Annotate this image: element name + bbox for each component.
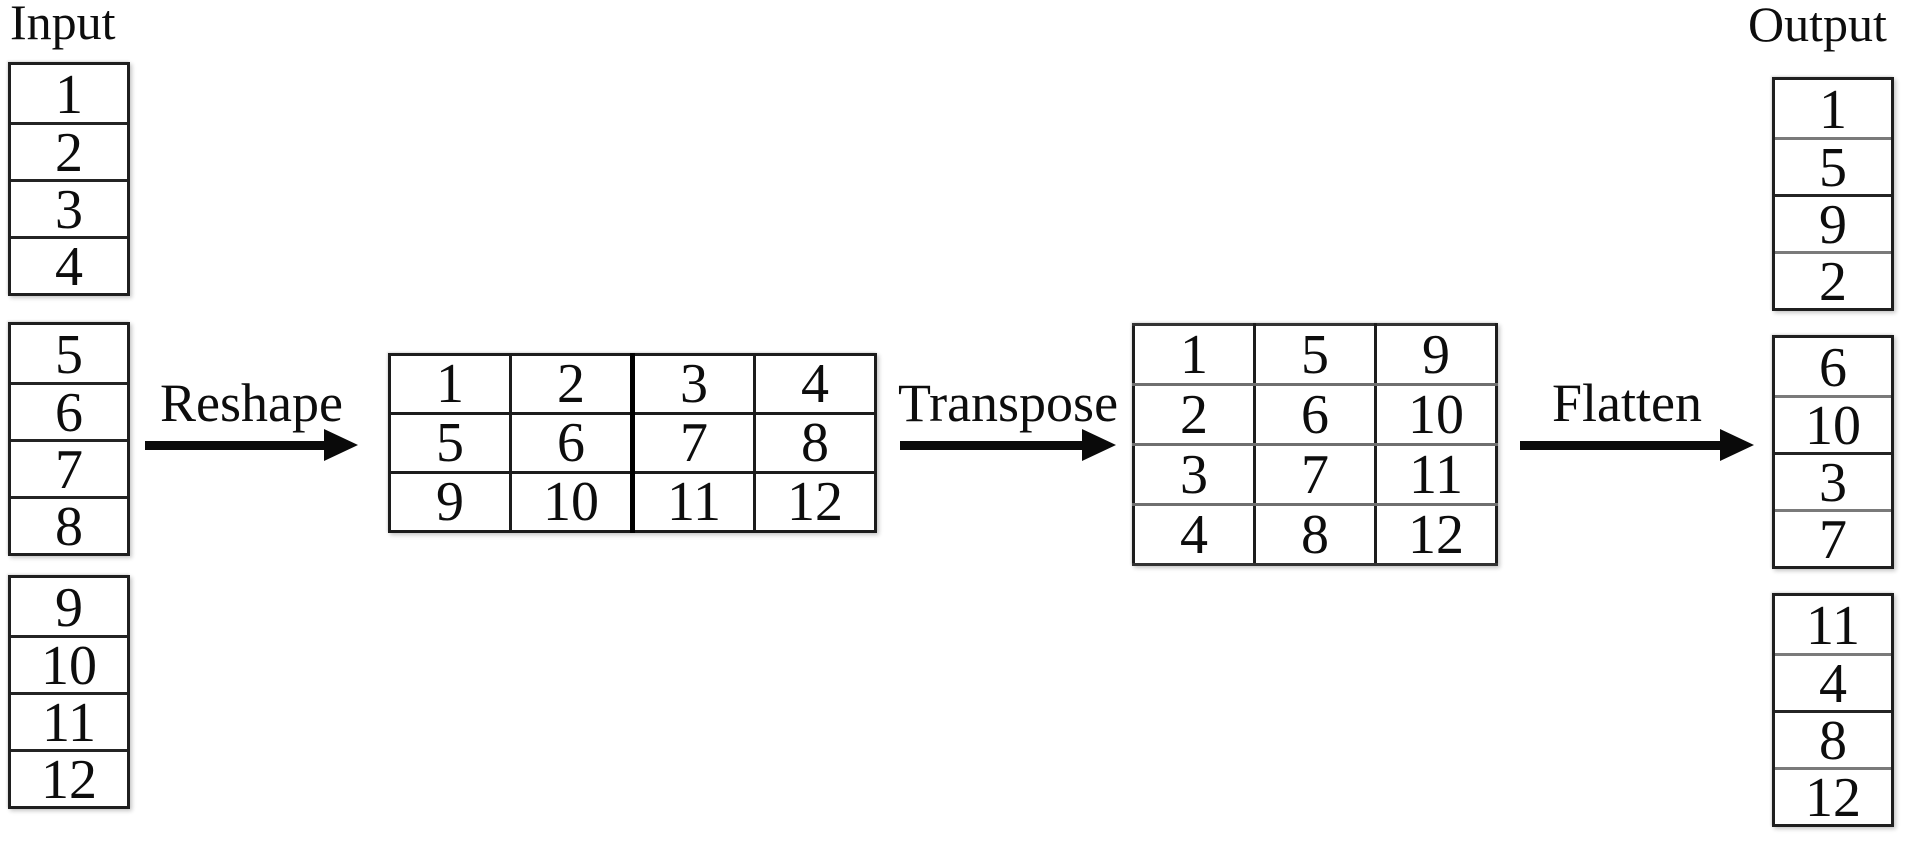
reshape-label: Reshape [160,373,343,433]
transposed-matrix-cell: 6 [1253,383,1377,446]
reshaped-matrix-cell: 10 [509,471,635,533]
input-cell: 8 [11,496,127,555]
output-cell: 7 [1775,509,1891,568]
reshaped-matrix-cell: 1 [388,353,512,415]
output-label: Output [1748,0,1887,52]
input-cell: 1 [55,63,83,126]
reshaped-matrix-cell: 5 [388,412,512,474]
reshaped-matrix-cell: 8 [753,412,877,474]
output-cell: 6 [1819,336,1847,399]
transposed-matrix-cell: 12 [1374,503,1498,566]
input-cell: 9 [55,576,83,639]
arrow-line [145,441,328,450]
transposed-matrix-cell: 8 [1253,503,1377,566]
output-cell: 12 [1775,767,1891,826]
flatten-label: Flatten [1552,373,1702,433]
output-cell: 8 [1775,710,1891,769]
transposed-matrix-cell: 4 [1132,503,1256,566]
input-cell: 5 [55,323,83,386]
output-cell: 2 [1775,251,1891,310]
output-cell: 10 [1775,395,1891,454]
reshaped-matrix-cell: 12 [753,471,877,533]
transposed-matrix-cell: 9 [1374,323,1498,386]
arrow-line [900,441,1086,450]
transposed-matrix-cell: 11 [1374,443,1498,506]
reshaped-matrix-cell: 4 [753,353,877,415]
arrow-head [1720,429,1754,461]
reshaped-matrix-cell: 2 [509,353,635,415]
output-cell: 3 [1775,452,1891,511]
output-cell: 11 [1806,594,1860,657]
arrow-head [1082,429,1116,461]
output-cell: 9 [1775,194,1891,253]
arrow-head [324,429,358,461]
output-cell: 4 [1775,653,1891,712]
reshaped-matrix-cell: 3 [631,353,756,415]
transposed-matrix-cell: 7 [1253,443,1377,506]
input-cell: 4 [11,236,127,295]
input-cell: 3 [11,179,127,238]
transposed-matrix-cell: 2 [1132,383,1256,446]
transposed-matrix-cell: 5 [1253,323,1377,386]
transpose-arrow-icon [900,429,1116,461]
transpose-label: Transpose [898,373,1119,433]
input-cell: 10 [11,635,127,694]
arrow-line [1520,441,1724,450]
reshaped-matrix-cell: 6 [509,412,635,474]
reshaped-matrix-cell: 11 [631,471,756,533]
output-cell: 5 [1775,137,1891,196]
input-cell: 2 [11,122,127,181]
transposed-matrix-cell: 10 [1374,383,1498,446]
input-cell: 11 [11,692,127,751]
input-cell: 6 [11,382,127,441]
input-label: Input [10,0,116,50]
reshaped-matrix-cell: 7 [631,412,756,474]
input-cell: 12 [11,749,127,808]
reshaped-matrix-cell: 9 [388,471,512,533]
input-cell: 7 [11,439,127,498]
transposed-matrix-cell: 3 [1132,443,1256,506]
output-cell: 1 [1819,78,1847,141]
reshape-arrow-icon [145,429,358,461]
flatten-arrow-icon [1520,429,1754,461]
transposed-matrix-cell: 1 [1132,323,1256,386]
